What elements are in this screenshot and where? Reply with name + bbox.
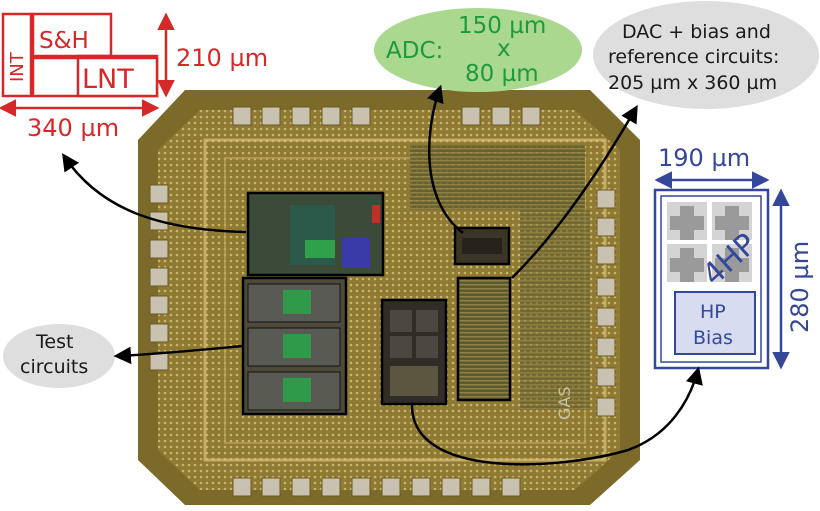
adc-region <box>453 226 511 266</box>
hp-bias-line1: HP <box>700 301 726 323</box>
bond-pads-top <box>232 106 541 126</box>
test-line2: circuits <box>20 356 88 378</box>
hp-array-icon <box>667 202 752 282</box>
lnt-arrow <box>62 153 247 234</box>
int-box <box>1 12 33 98</box>
dac-line2: reference circuits: <box>608 46 779 68</box>
die-photo: GAS <box>138 90 640 505</box>
adc-bubble: ADC: 150 µm x 80 µm <box>374 8 582 92</box>
adc-line2: x <box>497 36 511 62</box>
lnt-box <box>76 56 159 98</box>
hp-height-label: 280 µm <box>786 241 814 333</box>
dac-arrow <box>511 104 638 279</box>
bond-pads-bottom <box>232 477 521 497</box>
lnt-width-label: 340 µm <box>27 114 119 142</box>
hp-region <box>380 298 448 406</box>
lnt-label: LNT <box>82 64 134 95</box>
lnt-region <box>246 191 385 277</box>
inner-ring <box>203 138 607 462</box>
test-line1: Test <box>35 331 73 353</box>
right-logic-area <box>520 210 590 410</box>
dac-line1: DAC + bias and <box>622 21 771 43</box>
lnt-height-label: 210 µm <box>176 44 268 72</box>
lnt-annotation: INT S&H LNT 210 µm 340 µm <box>0 12 268 142</box>
hp-annotation: 190 µm 4HP HP Bias 280 µm <box>653 144 814 370</box>
hp-bias-line2: Bias <box>693 327 733 349</box>
int-label: INT <box>7 51 28 82</box>
die-logo: GAS <box>555 387 574 421</box>
hp-arrow <box>410 366 703 466</box>
callout-arrows <box>62 84 703 466</box>
sh-label: S&H <box>39 28 89 54</box>
dac-bubble: DAC + bias and reference circuits: 205 µ… <box>593 1 819 109</box>
test-bubble: Test circuits <box>3 324 115 388</box>
test-circuits-region <box>241 276 348 416</box>
dac-line3: 205 µm x 360 µm <box>608 72 777 94</box>
hp-inner-box <box>660 195 762 363</box>
adc-line1: 150 µm <box>458 13 546 39</box>
hp-width-label: 190 µm <box>658 144 750 172</box>
hp-bias-box <box>674 291 756 355</box>
adc-prefix: ADC: <box>386 38 443 64</box>
adc-line3: 80 µm <box>465 61 539 87</box>
adc-arrow <box>427 84 464 234</box>
bond-pads-left <box>149 184 169 371</box>
test-arrow <box>113 344 244 365</box>
sh-box <box>31 12 113 58</box>
top-logic-area <box>410 145 585 210</box>
bond-pads-right <box>596 189 616 417</box>
dac-region <box>456 276 512 402</box>
